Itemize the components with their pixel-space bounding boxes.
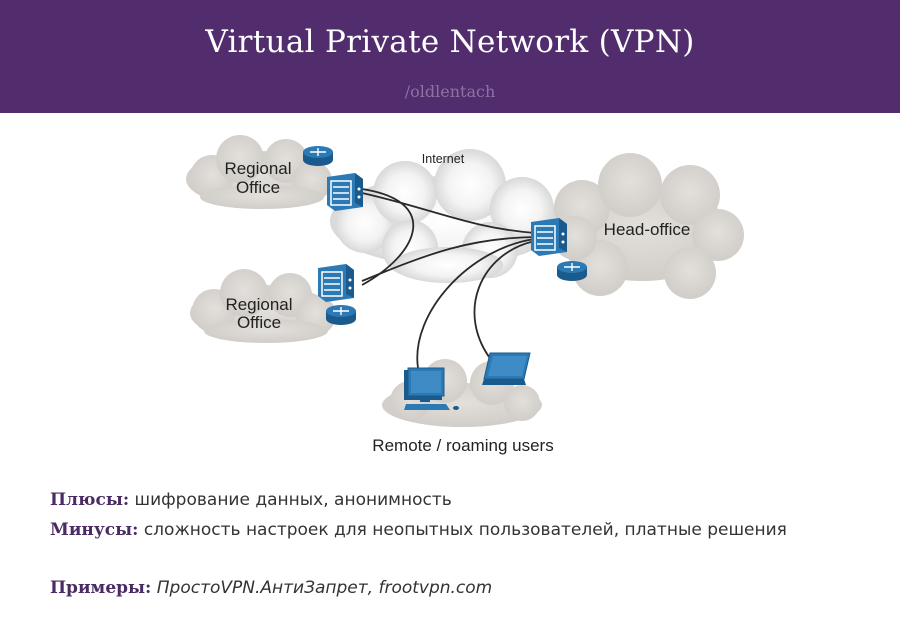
router-icon bbox=[303, 146, 333, 166]
examples-label: Примеры: bbox=[50, 578, 152, 598]
internet-label: Internet bbox=[422, 152, 465, 166]
firewall-icon bbox=[318, 264, 354, 302]
pros-label: Плюсы: bbox=[50, 490, 130, 510]
examples-line: Примеры: ПростоVPN.АнтиЗапрет, frootvpn.… bbox=[50, 578, 492, 598]
head-office-cloud bbox=[553, 153, 744, 299]
router-icon bbox=[326, 305, 356, 325]
remote-users-label: Remote / roaming users bbox=[372, 436, 553, 455]
regional-office-bottom-label-line1: Regional bbox=[225, 295, 292, 314]
regional-office-bottom-cloud bbox=[190, 269, 336, 343]
cons-line: Минусы: сложность настроек для неопытных… bbox=[50, 520, 787, 540]
page-title: Virtual Private Network (VPN) bbox=[205, 24, 695, 60]
header-banner: Virtual Private Network (VPN) /oldlentac… bbox=[0, 0, 900, 113]
firewall-icon bbox=[327, 173, 363, 211]
internet-cloud bbox=[330, 149, 560, 283]
regional-office-top-cloud bbox=[186, 135, 332, 209]
desktop-computer-icon bbox=[404, 367, 459, 410]
pros-line: Плюсы: шифрование данных, анонимность bbox=[50, 490, 452, 510]
page-subtitle: /oldlentach bbox=[404, 82, 496, 101]
head-office-label: Head-office bbox=[604, 220, 691, 239]
regional-office-bottom-label-line2: Office bbox=[237, 313, 281, 332]
firewall-icon bbox=[531, 218, 567, 256]
cons-label: Минусы: bbox=[50, 520, 139, 540]
examples-text: ПростоVPN.АнтиЗапрет, frootvpn.com bbox=[156, 578, 493, 598]
laptop-icon bbox=[482, 352, 531, 385]
cons-text: сложность настроек для неопытных пользов… bbox=[143, 520, 787, 540]
pros-text: шифрование данных, анонимность bbox=[134, 490, 452, 510]
regional-office-top-label-line2: Office bbox=[236, 178, 280, 197]
regional-office-top-label-line1: Regional bbox=[224, 159, 291, 178]
vpn-tunnels bbox=[361, 188, 536, 369]
router-icon bbox=[557, 261, 587, 281]
vpn-diagram: Internet Regional Office Regional Office… bbox=[0, 113, 900, 473]
